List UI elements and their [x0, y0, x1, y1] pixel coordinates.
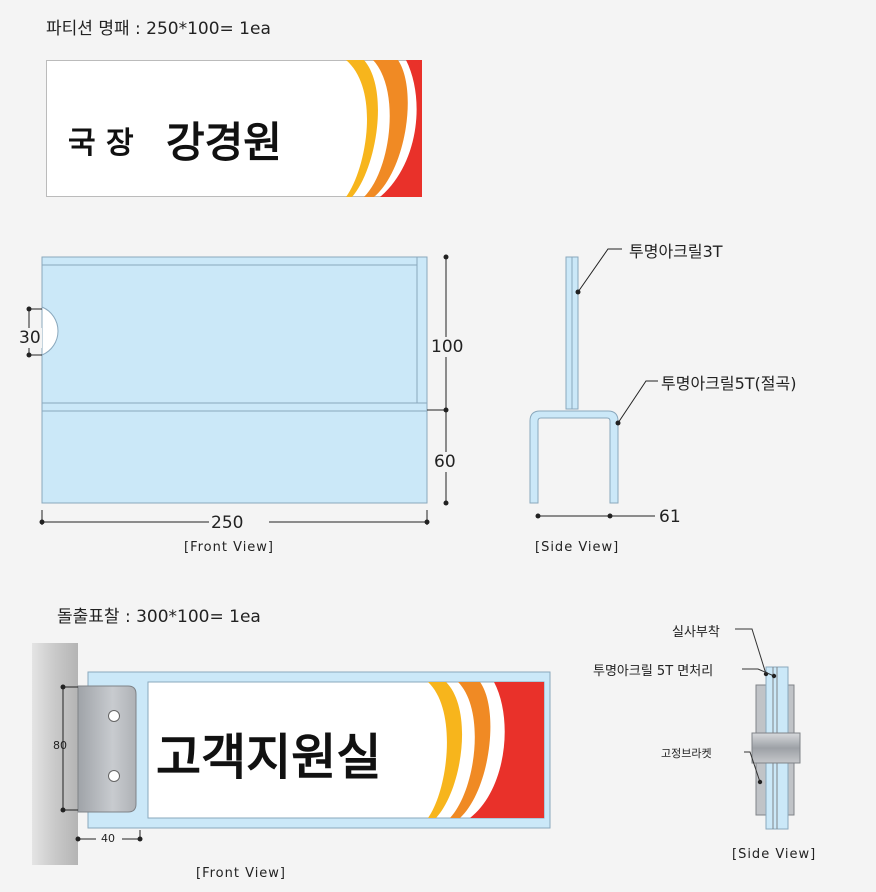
proj-side-label-3: 고정브라켓	[661, 747, 712, 760]
side-view-caption: [Side View]	[535, 540, 620, 555]
projecting-plate-name: 고객지원실	[156, 729, 381, 786]
dim-hole-label: 30	[18, 328, 42, 348]
front-view-caption: [Front View]	[184, 540, 275, 555]
section-title-partition: 파티션 명패 : 250*100= 1ea	[46, 19, 271, 39]
proj-front-caption: [Front View]	[196, 866, 287, 881]
side-dim-base: 61	[659, 507, 681, 527]
side-label-bottom: 투명아크릴5T(절곡)	[661, 374, 797, 393]
partition-nameplate: 국 장 강경원	[46, 60, 422, 197]
side-label-top: 투명아크릴3T	[629, 242, 723, 261]
dim-lower-label: 60	[434, 452, 456, 472]
section-title-projecting: 돌출표찰 : 300*100= 1ea	[57, 607, 261, 627]
projecting-side-view	[700, 625, 820, 840]
proj-dim-width: 40	[101, 832, 115, 845]
dim-upper-label: 100	[431, 337, 464, 357]
plate-title: 국 장	[68, 126, 134, 161]
projecting-front-view: 고객지원실	[30, 640, 555, 870]
proj-dim-height: 80	[53, 739, 67, 752]
proj-side-label-2: 투명아크릴 5T 면처리	[593, 664, 714, 679]
proj-side-caption: [Side View]	[732, 847, 817, 862]
plate-name: 강경원	[166, 118, 282, 167]
partition-side-view	[520, 245, 690, 535]
dim-width-label: 250	[211, 513, 244, 533]
partition-front-view	[14, 245, 466, 535]
proj-side-label-1: 실사부착	[672, 625, 720, 640]
